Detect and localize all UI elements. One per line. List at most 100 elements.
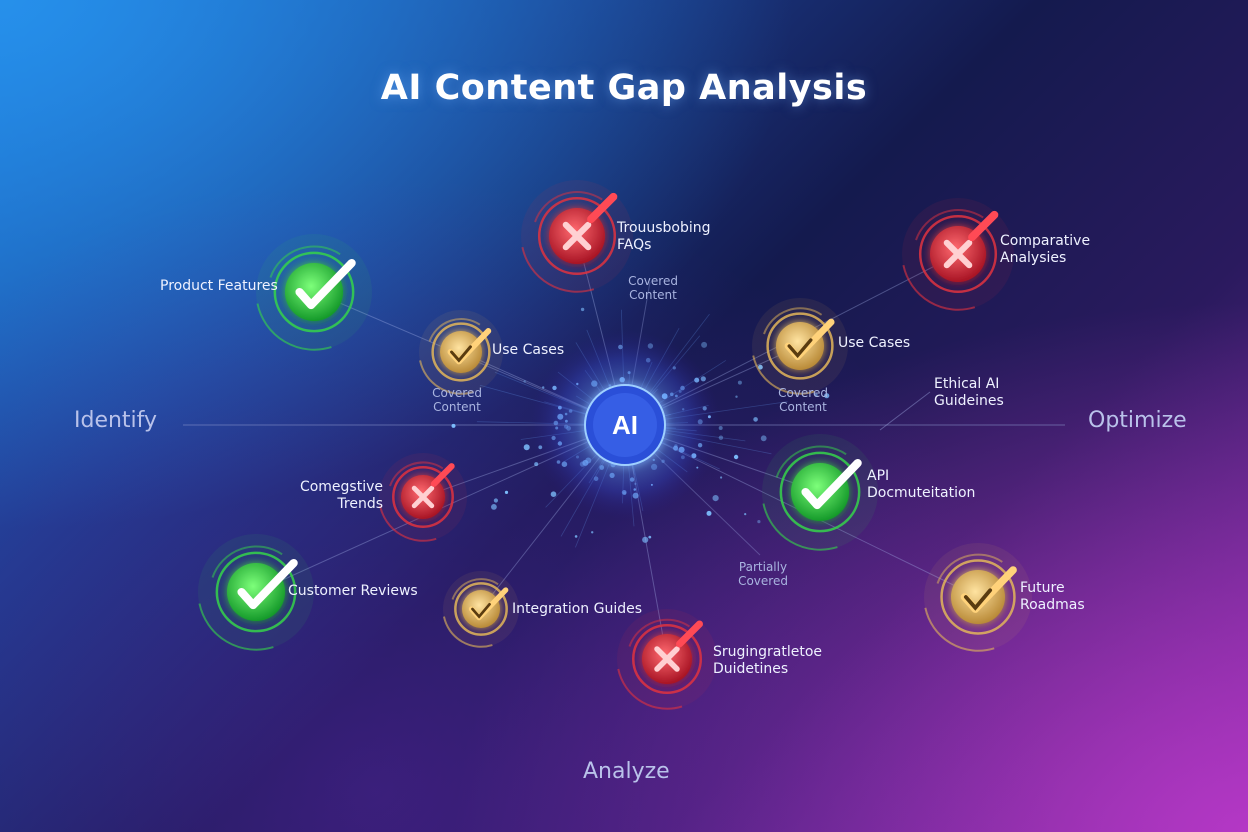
node-ring (273, 251, 355, 333)
particle-dot (504, 490, 509, 494)
label-use-cases-left: Use Cases (492, 342, 565, 358)
particle-dot (814, 393, 818, 397)
status-nodes (198, 180, 1032, 710)
particle-dot (580, 307, 585, 312)
node-ring-outer (428, 318, 481, 342)
node-ring (454, 582, 508, 636)
flag-stroke (676, 620, 703, 648)
check-icon-inner (963, 588, 993, 611)
node-disc (791, 463, 849, 521)
node-ring (431, 322, 491, 382)
node-ring-outer (534, 191, 603, 223)
particle-dot (733, 454, 739, 460)
particle-dot (706, 510, 712, 516)
node-future-roadmaps (924, 543, 1032, 652)
ai-hub: AI (530, 330, 720, 520)
node-api-documentation (762, 434, 878, 551)
particle-dot (642, 536, 649, 543)
particle-dot (760, 435, 767, 442)
axis-label-optimize: Optimize (1088, 408, 1187, 433)
node-ring-outer (628, 618, 691, 647)
node-ring-outer (763, 307, 823, 335)
node-customer-reviews (198, 534, 314, 651)
cross-icon (654, 646, 680, 672)
connector-ethical-ai (879, 391, 931, 431)
node-use-cases-right (752, 298, 848, 395)
node-ring-outer (521, 246, 595, 293)
particle-dot (523, 444, 530, 451)
node-ring-outer (442, 616, 493, 648)
node-disc (951, 570, 1005, 624)
node-disc (462, 590, 500, 628)
axis-label-analyze: Analyze (583, 759, 670, 784)
flag-stroke (430, 463, 455, 487)
node-ring-outer (269, 245, 341, 278)
check-icon (295, 258, 356, 310)
particle-dot (824, 393, 830, 399)
check-icon (237, 558, 298, 610)
node-ring-outer (936, 553, 1003, 584)
node-use-cases-left (419, 310, 503, 395)
node-disc (776, 322, 824, 370)
cross-icon (562, 221, 592, 251)
node-ring (392, 466, 454, 528)
particle-dot (574, 535, 578, 538)
particle-dot (758, 364, 763, 370)
particle-dot (753, 417, 758, 422)
page-title: AI Content Gap Analysis (380, 68, 868, 108)
node-ring (215, 551, 297, 633)
cross-icon (411, 485, 435, 509)
node-strategic-guidelines (617, 609, 717, 710)
particle-dot (735, 395, 738, 398)
label-product-features: Product Features (160, 278, 278, 294)
node-integration-guides (442, 571, 519, 648)
particle-dot (648, 535, 652, 539)
node-ring-outer (752, 355, 815, 395)
node-ring-outer (762, 503, 838, 551)
particle-dot (757, 520, 761, 524)
node-troubleshooting-faqs (521, 180, 633, 293)
node-disc (440, 331, 482, 373)
particle-dot (718, 435, 724, 440)
check-icon-inner (450, 345, 472, 363)
node-ring-outer (924, 607, 995, 652)
node-ring-outer (389, 461, 444, 487)
check-icon (801, 458, 862, 510)
node-ring-outer (198, 603, 274, 651)
check-icon-inner (471, 602, 491, 619)
node-disc (227, 563, 285, 621)
particle-dot (534, 462, 539, 467)
particle-dot (737, 380, 742, 385)
node-comparative-analyses (902, 198, 1014, 311)
particle-dot (720, 476, 723, 479)
particle-dot (523, 380, 526, 383)
node-ring-outer (256, 303, 332, 351)
node-ring-outer (451, 578, 499, 600)
particle-dot (493, 498, 498, 503)
node-ring (779, 451, 861, 533)
particle-dot (744, 513, 747, 516)
particle-dot (491, 504, 497, 510)
node-ring-outer (379, 505, 437, 542)
particle-dot (550, 491, 557, 498)
node-product-features (256, 234, 372, 351)
cross-icon (943, 239, 973, 269)
node-ring (632, 624, 702, 694)
particle-dot (591, 531, 594, 534)
node-ring (537, 196, 617, 276)
node-ring-outer (617, 668, 683, 710)
particle-dot (712, 495, 719, 502)
flag-stroke (968, 210, 999, 242)
node-ring (766, 312, 834, 380)
